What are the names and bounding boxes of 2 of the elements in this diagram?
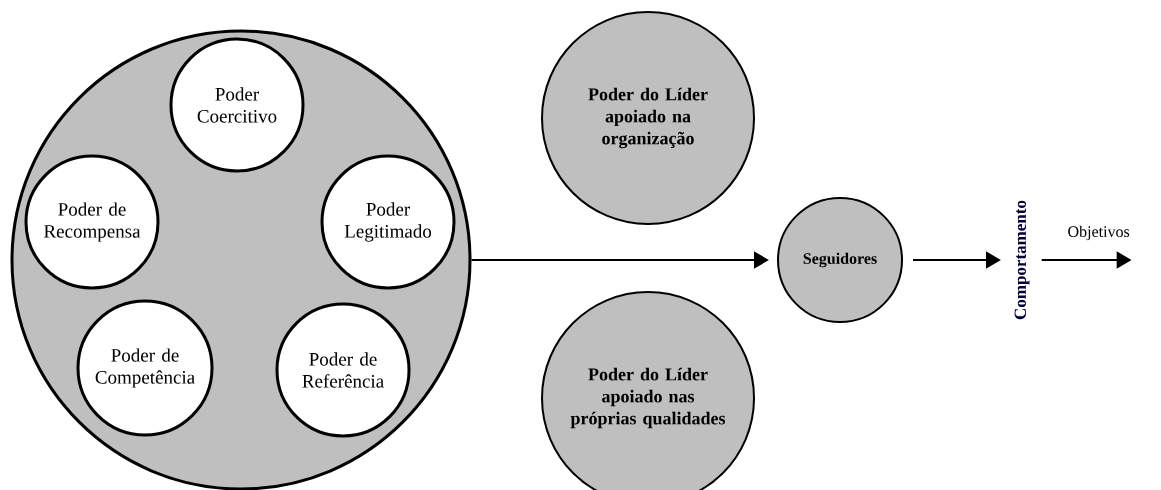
rotated-label: Comportamento	[1014, 200, 1030, 320]
edge-label: Objetivos	[1068, 225, 1130, 241]
